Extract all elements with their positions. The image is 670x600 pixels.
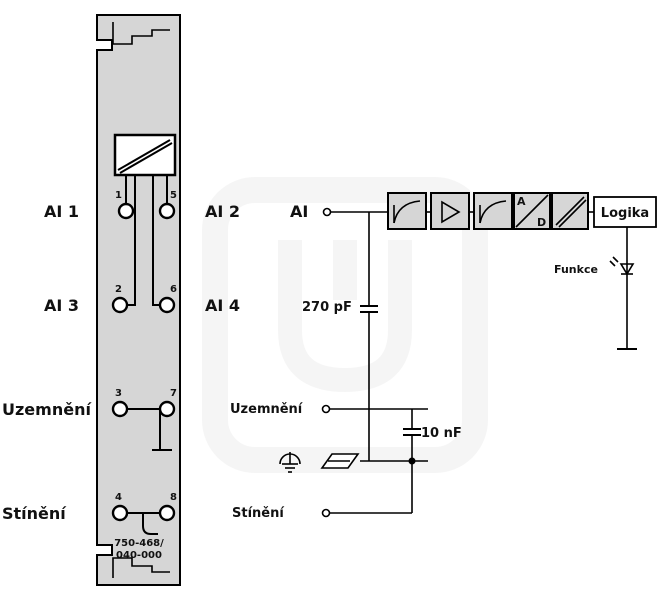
watermark-logo bbox=[202, 177, 488, 473]
terminal-6[interactable] bbox=[158, 296, 176, 314]
adc-label-d: D bbox=[537, 216, 546, 229]
converter-block bbox=[113, 133, 177, 177]
block-isolation bbox=[551, 192, 589, 230]
terminal-module: 1 5 2 6 3 7 4 8 750-468/ 040-000 bbox=[96, 14, 181, 586]
label-logic: Logika bbox=[601, 206, 649, 221]
block-amplifier bbox=[430, 192, 470, 230]
wire-ai4 bbox=[152, 175, 160, 306]
label-ai3: AI 3 bbox=[44, 296, 79, 315]
label-ai1: AI 1 bbox=[44, 202, 79, 221]
label-ground-mid: Uzemnění bbox=[230, 402, 304, 417]
block-adc: A D bbox=[513, 192, 551, 230]
label-ai2: AI 2 bbox=[205, 202, 240, 221]
terminal-7[interactable] bbox=[158, 400, 176, 418]
equivalent-circuit: AI 270 pF A D bbox=[279, 192, 657, 518]
junction-dot bbox=[408, 457, 416, 465]
module-top-clip bbox=[112, 22, 170, 45]
converter-diagonal-1 bbox=[117, 139, 171, 171]
label-cap-270pf: 270 pF bbox=[302, 300, 352, 315]
din-rail-icon bbox=[320, 453, 360, 469]
block-filter-2 bbox=[473, 192, 513, 230]
terminal-4[interactable] bbox=[111, 504, 129, 522]
pin-number-7: 7 bbox=[170, 388, 177, 399]
pin-number-6: 6 bbox=[170, 284, 177, 295]
terminal-8[interactable] bbox=[158, 504, 176, 522]
pin-number-4: 4 bbox=[115, 492, 122, 503]
pin-number-3: 3 bbox=[115, 388, 122, 399]
pin-number-8: 8 bbox=[170, 492, 177, 503]
module-bottom-clip bbox=[112, 557, 170, 578]
terminal-2[interactable] bbox=[111, 296, 129, 314]
pin-number-2: 2 bbox=[115, 284, 122, 295]
label-ground-left: Uzemnění bbox=[2, 400, 92, 419]
terminal-1[interactable] bbox=[117, 202, 135, 220]
wire-ai3 bbox=[127, 175, 136, 306]
ground-terminal bbox=[321, 404, 331, 414]
terminal-5[interactable] bbox=[158, 202, 176, 220]
earth-ground-icon bbox=[279, 452, 301, 473]
input-terminal bbox=[322, 207, 332, 217]
shield-bridge bbox=[127, 512, 160, 535]
label-function: Funkce bbox=[554, 263, 598, 276]
module-number-line2: 040-000 bbox=[116, 550, 162, 561]
module-number-line1: 750-468/ bbox=[114, 538, 164, 549]
pin-number-5: 5 bbox=[170, 190, 177, 201]
pin-number-1: 1 bbox=[115, 190, 122, 201]
label-ai4: AI 4 bbox=[205, 296, 240, 315]
terminal-3[interactable] bbox=[111, 400, 129, 418]
block-filter-1 bbox=[387, 192, 427, 230]
label-cap-10nf: 10 nF bbox=[421, 426, 462, 441]
block-logic bbox=[593, 196, 657, 228]
label-shield-left: Stínění bbox=[2, 504, 67, 523]
converter-diagonal-2 bbox=[119, 142, 173, 174]
label-shield-mid: Stínění bbox=[232, 506, 285, 521]
led-icon bbox=[609, 256, 635, 276]
label-ai-input: AI bbox=[290, 202, 308, 221]
shield-terminal bbox=[321, 508, 331, 518]
adc-label-a: A bbox=[517, 195, 526, 208]
